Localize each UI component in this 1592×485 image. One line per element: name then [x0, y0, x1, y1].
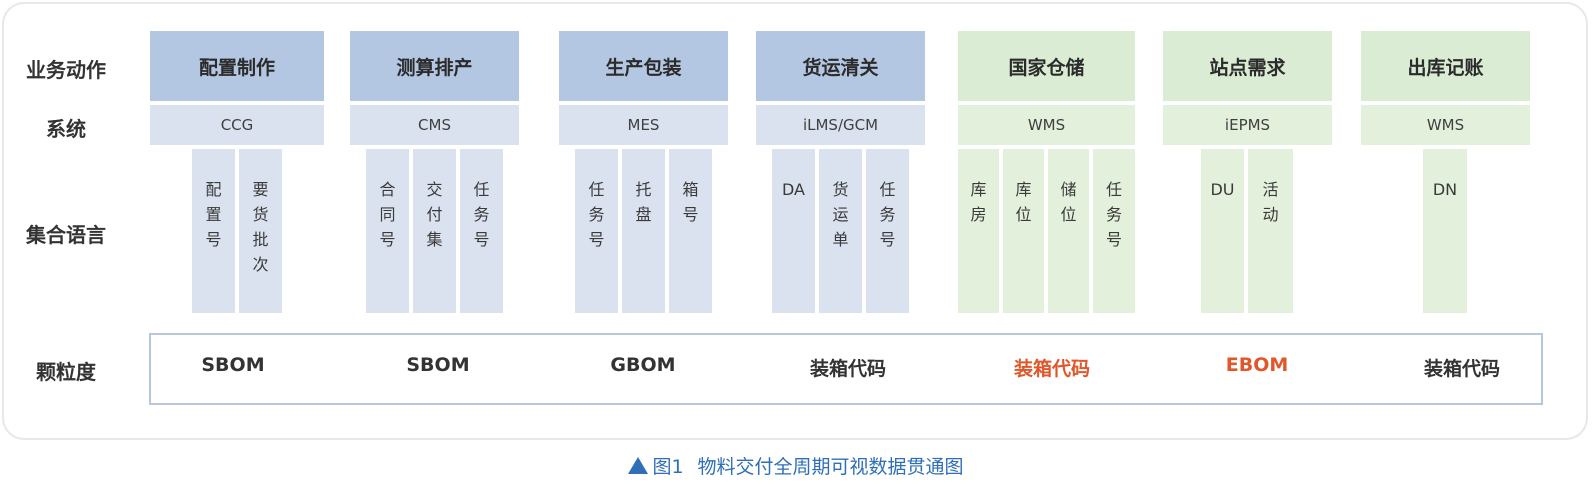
language-text: 任务号: [473, 180, 490, 249]
action-cell: 生产包装: [559, 31, 728, 101]
language-cell: 活动: [1248, 149, 1293, 313]
language-cell: 托盘: [622, 149, 665, 313]
system-cell: CCG: [150, 105, 324, 145]
system-cell: MES: [559, 105, 728, 145]
granularity-box: [149, 333, 1543, 405]
system-cell: iEPMS: [1163, 105, 1332, 145]
language-text: 要货批次: [252, 180, 269, 274]
granularity-value: 装箱代码: [809, 358, 886, 380]
triangle-up-icon: [628, 457, 649, 474]
language-cell: 合同号: [366, 149, 409, 313]
language-cell: DU: [1201, 149, 1244, 313]
language-text: 任务号: [879, 180, 896, 249]
system-cell: iLMS/GCM: [756, 105, 925, 145]
language-cell: DA: [772, 149, 815, 313]
language-text: 合同号: [379, 180, 396, 249]
granularity-value-highlight: EBOM: [1225, 354, 1289, 376]
language-text: 库房: [970, 180, 987, 224]
system-cell: WMS: [958, 105, 1135, 145]
language-cell: DN: [1423, 149, 1467, 313]
row-label-language: 集合语言: [26, 223, 106, 247]
granularity-value: SBOM: [201, 354, 265, 376]
language-cell: 储位: [1048, 149, 1089, 313]
language-cell: 任务号: [1093, 149, 1135, 313]
action-cell: 配置制作: [150, 31, 324, 101]
figure-title: 物料交付全周期可视数据贯通图: [697, 456, 964, 478]
language-cell: 货运单: [819, 149, 862, 313]
language-text: 配置号: [205, 180, 222, 249]
language-cell: 库房: [958, 149, 999, 313]
figure-number: 图1: [652, 456, 684, 478]
language-text: 货运单: [832, 180, 849, 249]
language-cell: 配置号: [192, 149, 235, 313]
action-cell: 国家仓储: [958, 31, 1135, 101]
language-cell: 箱号: [669, 149, 712, 313]
language-cell: 库位: [1003, 149, 1044, 313]
language-cell: 任务号: [866, 149, 909, 313]
language-text: 任务号: [588, 180, 605, 249]
language-text: DA: [782, 180, 805, 199]
language-text: 任务号: [1105, 180, 1122, 249]
granularity-value: 装箱代码: [1423, 358, 1500, 380]
language-cell: 交付集: [413, 149, 456, 313]
action-cell: 测算排产: [350, 31, 519, 101]
action-cell: 站点需求: [1163, 31, 1332, 101]
row-label-system: 系统: [46, 117, 86, 141]
granularity-value: GBOM: [610, 354, 676, 376]
action-cell: 出库记账: [1361, 31, 1530, 101]
language-cell: 任务号: [575, 149, 618, 313]
language-text: 交付集: [426, 180, 443, 249]
system-cell: WMS: [1361, 105, 1530, 145]
row-label-action: 业务动作: [26, 58, 106, 82]
language-text: 托盘: [635, 180, 652, 224]
system-cell: CMS: [350, 105, 519, 145]
language-text: DN: [1432, 180, 1458, 199]
language-cell: 任务号: [460, 149, 503, 313]
language-text: 库位: [1015, 180, 1032, 224]
language-text: 活动: [1262, 180, 1279, 224]
granularity-value: SBOM: [406, 354, 470, 376]
action-cell: 货运清关: [756, 31, 925, 101]
granularity-value-highlight: 装箱代码: [1013, 358, 1090, 380]
figure-caption: 图1 物料交付全周期可视数据贯通图: [0, 452, 1592, 479]
language-cell: 要货批次: [239, 149, 282, 313]
language-text: 储位: [1060, 180, 1077, 224]
row-label-granularity: 颗粒度: [36, 360, 96, 384]
language-text: DU: [1210, 180, 1235, 199]
language-text: 箱号: [682, 180, 699, 224]
